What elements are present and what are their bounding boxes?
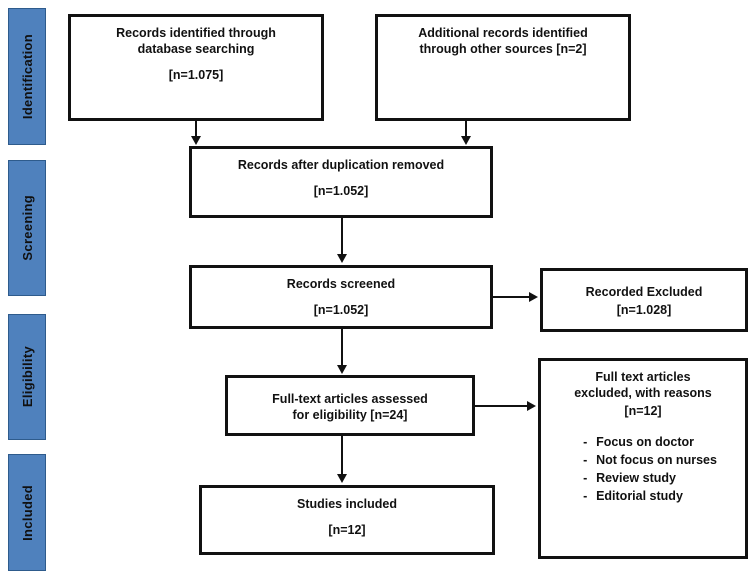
exclusion-reason-item: -Focus on doctor	[583, 435, 694, 449]
stage-tab-identification: Identification	[8, 8, 46, 145]
box-additional-records-other-sources-line2: through other sources [n=2]	[419, 42, 587, 56]
exclusion-reason-item: -Not focus on nurses	[583, 453, 717, 468]
arrowhead-screened-to-fulltext	[337, 365, 347, 374]
box-records-excluded-line1: Recorded Excluded	[585, 285, 703, 299]
box-records-after-duplication-removed: Records after duplication removed [n=1.0…	[189, 146, 493, 218]
exclusion-reason-text: Review study	[596, 471, 676, 486]
exclusion-reason-list: -Focus on doctor -Not focus on nurses -R…	[569, 433, 717, 506]
connector-duplicates-to-screened	[341, 218, 343, 256]
box-records-excluded-count: [n=1.028]	[616, 303, 672, 317]
stage-tab-included-label: Included	[19, 484, 35, 541]
exclusion-reason-item: -Editorial study	[583, 489, 683, 504]
arrowhead-database-to-duplicates	[191, 136, 201, 145]
box-records-identified-database-count: [n=1.075]	[168, 68, 224, 82]
box-fulltext-excluded-line1: Full text articles	[595, 370, 691, 384]
box-records-identified-database: Records identified through database sear…	[68, 14, 324, 121]
box-records-excluded: Recorded Excluded [n=1.028]	[540, 268, 748, 332]
box-records-screened: Records screened [n=1.052]	[189, 265, 493, 329]
box-records-identified-database-line1: Records identified through	[116, 26, 276, 40]
connector-fulltext-to-excluded	[475, 405, 529, 407]
exclusion-reason-text: Not focus on nurses	[596, 453, 717, 468]
stage-tab-eligibility: Eligibility	[8, 314, 46, 440]
arrowhead-duplicates-to-screened	[337, 254, 347, 263]
box-records-screened-count: [n=1.052]	[313, 303, 369, 317]
connector-fulltext-to-included	[341, 436, 343, 476]
box-records-identified-database-line2: database searching	[137, 42, 255, 56]
box-records-screened-line1: Records screened	[286, 277, 396, 291]
arrowhead-screened-to-excluded	[529, 292, 538, 302]
arrowhead-fulltext-to-excluded	[527, 401, 536, 411]
connector-database-to-duplicates	[195, 121, 197, 138]
stage-tab-screening: Screening	[8, 160, 46, 296]
box-fulltext-assessed-line2: for eligibility [n=24]	[292, 407, 408, 422]
box-records-after-duplication-removed-count: [n=1.052]	[313, 184, 369, 198]
connector-screened-to-excluded	[493, 296, 531, 298]
stage-tab-included: Included	[8, 454, 46, 571]
box-fulltext-assessed: Full-text articles assessed for eligibil…	[225, 375, 475, 436]
box-studies-included: Studies included [n=12]	[199, 485, 495, 555]
box-additional-records-other-sources-line1: Additional records identified	[418, 26, 588, 40]
exclusion-reason-text: Editorial study	[596, 489, 683, 504]
box-fulltext-excluded-with-reasons: Full text articles excluded, with reason…	[538, 358, 748, 559]
box-fulltext-excluded-line2: excluded, with reasons	[574, 386, 712, 400]
exclusion-reason-item: -Review study	[583, 471, 676, 486]
stage-tab-eligibility-label: Eligibility	[19, 346, 35, 408]
stage-tab-screening-label: Screening	[19, 195, 35, 261]
exclusion-reason-text: Focus on doctor	[596, 435, 694, 449]
arrowhead-other-sources-to-duplicates	[461, 136, 471, 145]
box-fulltext-assessed-line1: Full-text articles assessed	[272, 391, 428, 406]
box-fulltext-excluded-count: [n=12]	[624, 404, 662, 418]
arrowhead-fulltext-to-included	[337, 474, 347, 483]
stage-tab-identification-label: Identification	[19, 33, 35, 120]
box-studies-included-count: [n=12]	[328, 523, 366, 537]
box-additional-records-other-sources: Additional records identified through ot…	[375, 14, 631, 121]
box-records-after-duplication-removed-line1: Records after duplication removed	[237, 158, 445, 172]
box-studies-included-line1: Studies included	[296, 497, 397, 511]
connector-other-sources-to-duplicates	[465, 121, 467, 138]
connector-screened-to-fulltext	[341, 329, 343, 367]
